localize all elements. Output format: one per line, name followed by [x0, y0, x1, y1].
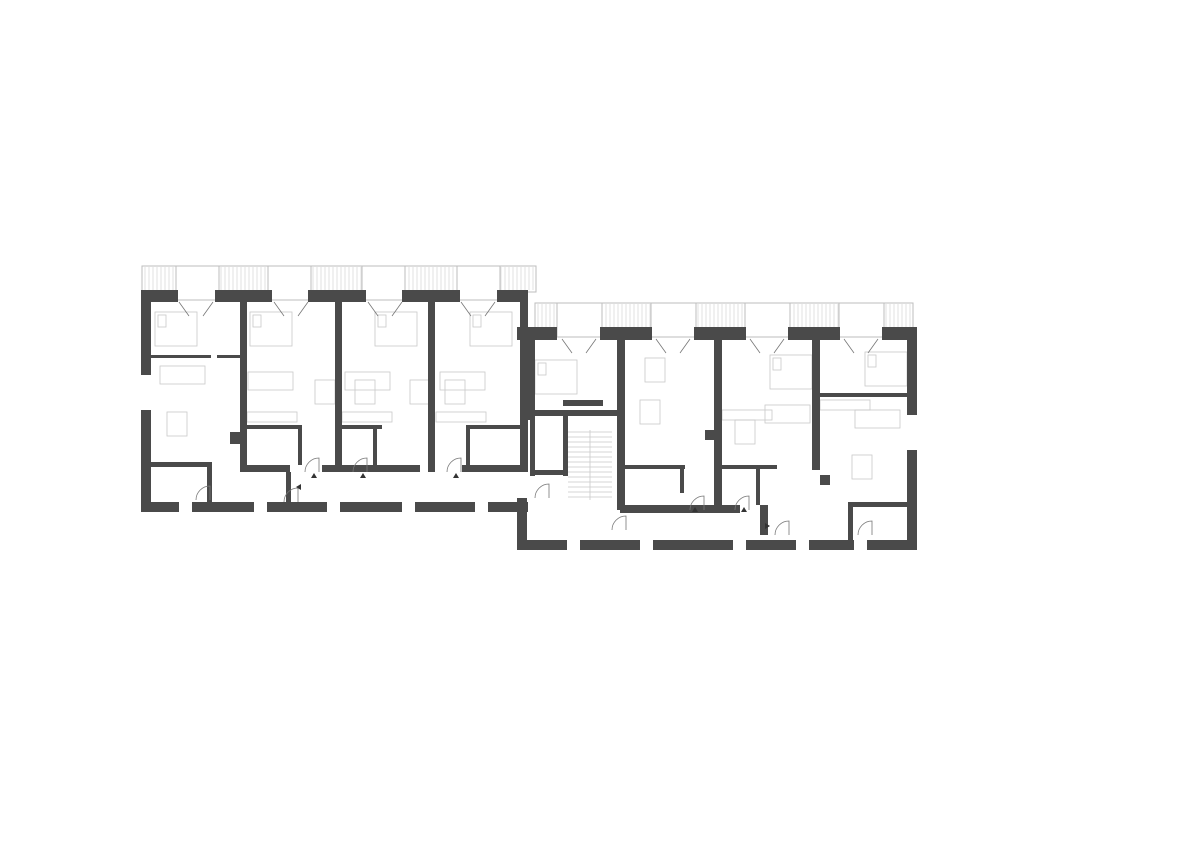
- balcony-door: [655, 338, 691, 354]
- balcony-door: [843, 338, 879, 354]
- kitchen-counter: [341, 411, 393, 423]
- balconies-right: [534, 302, 914, 338]
- pillow: [772, 357, 782, 371]
- door-swing: [857, 520, 873, 536]
- door-swing: [734, 495, 750, 511]
- pillow: [867, 354, 877, 368]
- door-swing: [774, 520, 790, 536]
- table: [409, 379, 431, 405]
- table: [166, 411, 188, 437]
- bed: [769, 354, 813, 390]
- bed: [154, 311, 198, 347]
- furniture: [154, 311, 908, 480]
- walls: [141, 290, 917, 550]
- sofa: [247, 371, 294, 391]
- table: [851, 454, 873, 480]
- pillow: [252, 314, 262, 328]
- door-swing: [195, 485, 211, 501]
- kitchen-counter: [721, 409, 773, 421]
- sofa: [854, 409, 901, 429]
- pillow: [472, 314, 482, 328]
- table: [644, 357, 666, 383]
- balcony-door: [460, 301, 496, 317]
- kitchen-counter: [435, 411, 487, 423]
- table: [354, 379, 376, 405]
- table: [734, 419, 756, 445]
- bed: [469, 311, 513, 347]
- bed: [374, 311, 418, 347]
- pillow: [537, 362, 547, 376]
- table: [444, 379, 466, 405]
- door-swing: [689, 495, 705, 511]
- table: [314, 379, 336, 405]
- door-swing: [534, 483, 550, 499]
- table: [639, 399, 661, 425]
- bed: [249, 311, 293, 347]
- pillow: [377, 314, 387, 328]
- balcony-door: [273, 301, 309, 317]
- kitchen-counter: [246, 411, 298, 423]
- sofa: [439, 371, 486, 391]
- staircase: [568, 430, 612, 500]
- sofa: [159, 365, 206, 385]
- entrance-markers: [296, 473, 770, 529]
- sofa: [344, 371, 391, 391]
- door-swing: [611, 515, 627, 531]
- door-swing: [352, 457, 368, 473]
- bed: [534, 359, 578, 395]
- balcony-door: [178, 301, 214, 317]
- kitchen-counter: [819, 399, 871, 411]
- balcony-door: [561, 338, 597, 354]
- sofa: [764, 404, 811, 424]
- doors: [178, 301, 879, 536]
- pillow: [157, 314, 167, 328]
- door-swing: [446, 457, 462, 473]
- balcony-door: [367, 301, 403, 317]
- bed: [864, 351, 908, 387]
- door-swing: [304, 457, 320, 473]
- balconies-left: [141, 265, 537, 301]
- balcony-door: [749, 338, 785, 354]
